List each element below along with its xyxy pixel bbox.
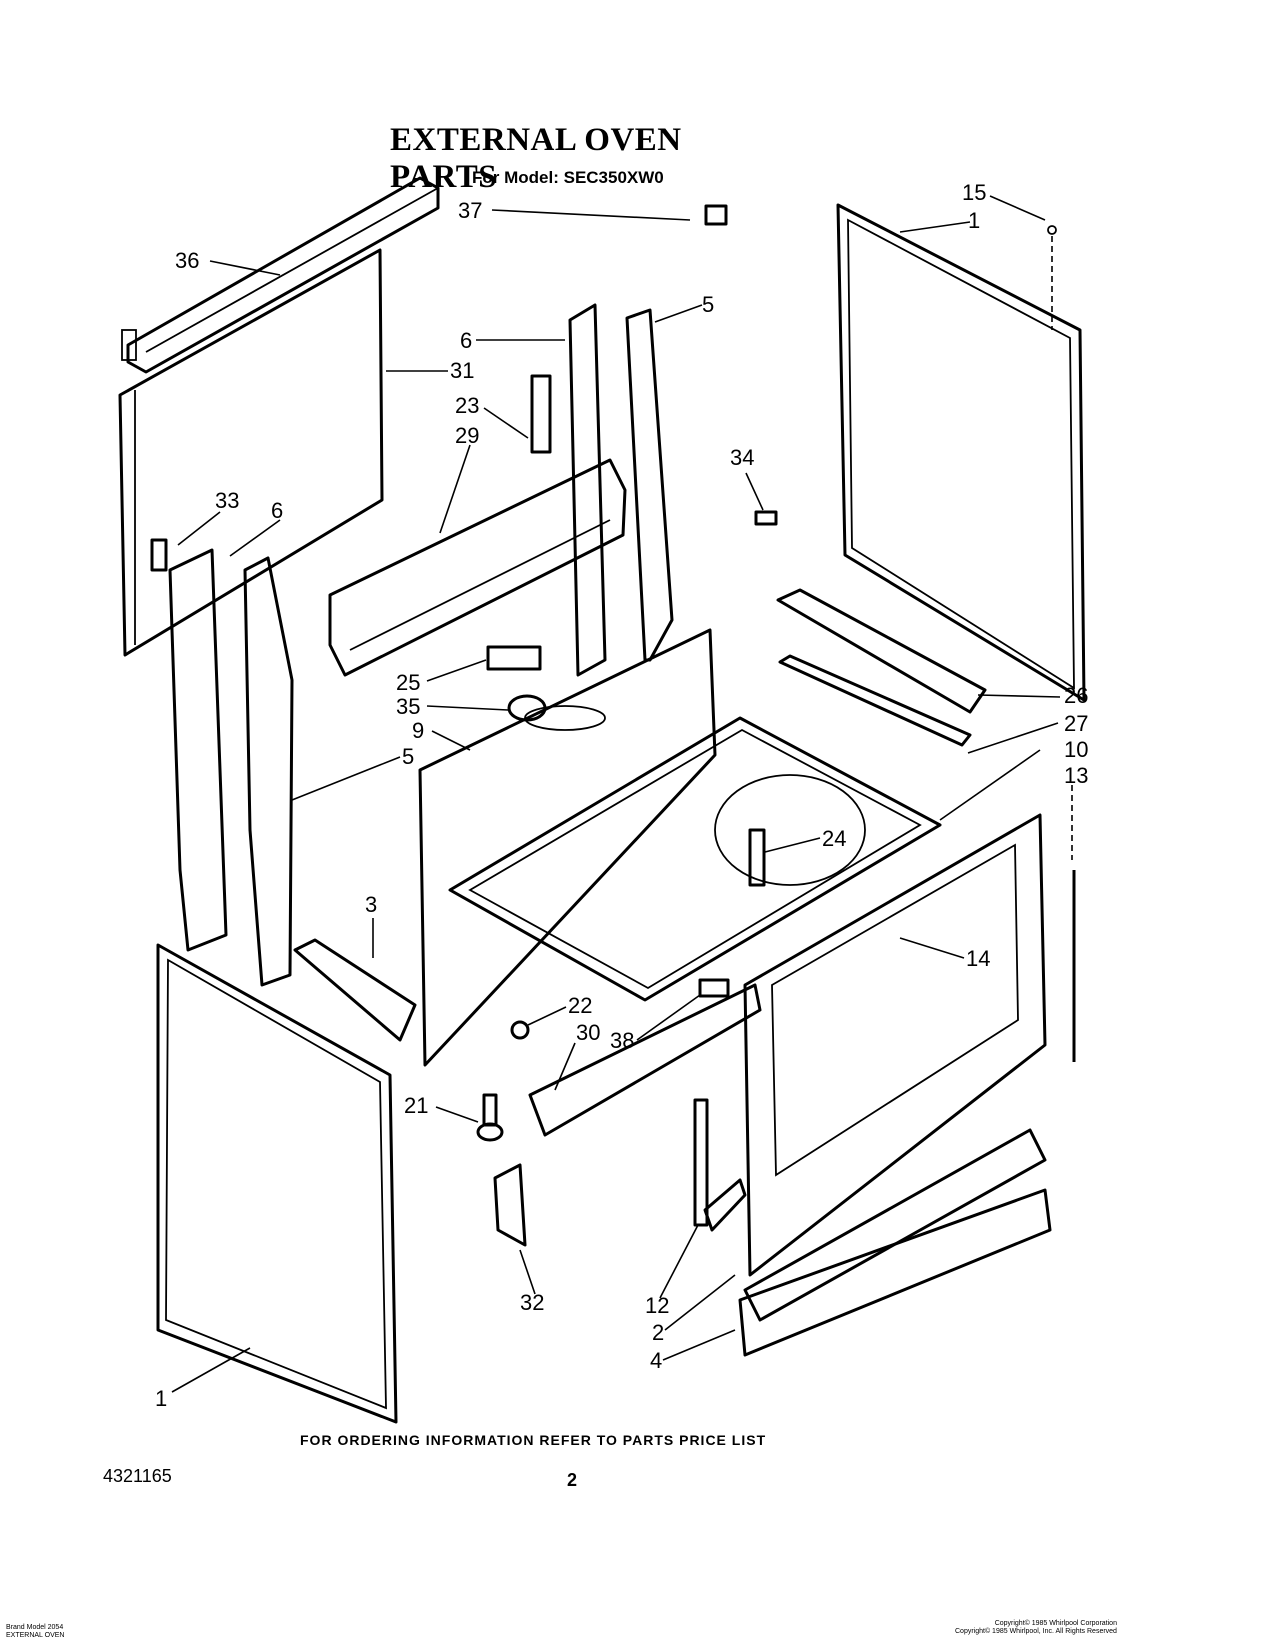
callout-3: 3 [365,892,377,917]
bottom-left-caption: Brand Model 2054 EXTERNAL OVEN [6,1624,64,1640]
part-37-clip [704,204,728,226]
callout-27: 27 [1064,711,1088,736]
ordering-note: FOR ORDERING INFORMATION REFER TO PARTS … [300,1432,767,1448]
part-21-leveler [476,1093,504,1142]
page-title: EXTERNAL OVEN PARTS [390,122,682,195]
part-24-post [714,774,866,887]
part-33-clip [150,538,168,572]
callout-31: 31 [450,358,474,383]
callout-24: 24 [822,826,846,851]
callout-6-center: 6 [460,328,472,353]
part-5-left-rail [243,556,294,987]
callout-21: 21 [404,1093,428,1118]
callout-29: 29 [455,423,479,448]
part-32-bracket [493,1163,527,1247]
part-9-panel [418,628,717,1067]
callout-6-left: 6 [271,498,283,523]
part-2-kick-panel [743,1128,1047,1322]
callout-14: 14 [966,946,990,971]
part-6-center-rail [568,303,674,677]
part-38-bracket [698,978,730,998]
callout-33: 33 [215,488,239,513]
copyright-line-2: Copyright© 1985 Whirlpool, Inc. All Righ… [955,1628,1117,1635]
part-26-rail [776,588,987,714]
callout-26: 26 [1064,683,1088,708]
callout-labels: 37 36 15 1 31 6 5 23 29 34 33 6 25 35 26… [155,180,1088,1411]
part-23-bracket [530,374,552,454]
callout-23: 23 [455,393,479,418]
part-12-hinge [693,1098,747,1232]
part-34-screw [754,510,778,526]
copyright-line-1: Copyright© 1985 Whirlpool Corporation [994,1620,1117,1627]
part-27-rail [778,654,972,747]
document-number: 4321165 [103,1466,172,1486]
callout-1-left: 1 [155,1386,167,1411]
part-36-top-trim [121,176,440,374]
part-25-switch [486,645,542,671]
part-30-channel [528,983,762,1137]
part-15-screw [1047,225,1057,330]
part-22-clip [510,1020,530,1040]
part-10-top [448,716,942,1002]
callout-22: 22 [568,993,592,1018]
bottom-left-line-2: EXTERNAL OVEN [6,1632,65,1639]
part-4-base [738,1188,1052,1357]
callout-4: 4 [650,1348,662,1373]
callout-15: 15 [962,180,986,205]
callout-5-upper: 5 [702,292,714,317]
part-14-front-frame [743,813,1047,1277]
part-3-strip [293,938,417,1042]
callout-32: 32 [520,1290,544,1315]
callout-25: 25 [396,670,420,695]
part-6-left-rail [168,548,228,952]
callout-13: 13 [1064,763,1088,788]
callout-35: 35 [396,694,420,719]
part-1-left-side-panel [156,943,398,1424]
callout-12: 12 [645,1293,669,1318]
callout-1-right: 1 [968,208,980,233]
callout-9: 9 [412,718,424,743]
model-subtitle: For Model: SEC350XW0 [472,168,664,187]
callout-2: 2 [652,1320,664,1345]
part-29-brace [328,458,627,677]
copyright-notice: Copyright© 1985 Whirlpool Corporation Co… [955,1620,1117,1636]
callout-34: 34 [730,445,754,470]
callout-36: 36 [175,248,199,273]
callout-5-lower: 5 [402,744,414,769]
callout-30: 30 [576,1020,600,1045]
leader-lines [171,195,1073,1393]
callout-38: 38 [610,1028,634,1053]
callout-37: 37 [458,198,482,223]
callout-10: 10 [1064,737,1088,762]
page-number: 2 [567,1470,578,1490]
part-1-right-side-panel [836,203,1086,702]
part-31-back-panel [118,248,384,657]
bottom-left-line-1: Brand Model 2054 [6,1624,64,1631]
